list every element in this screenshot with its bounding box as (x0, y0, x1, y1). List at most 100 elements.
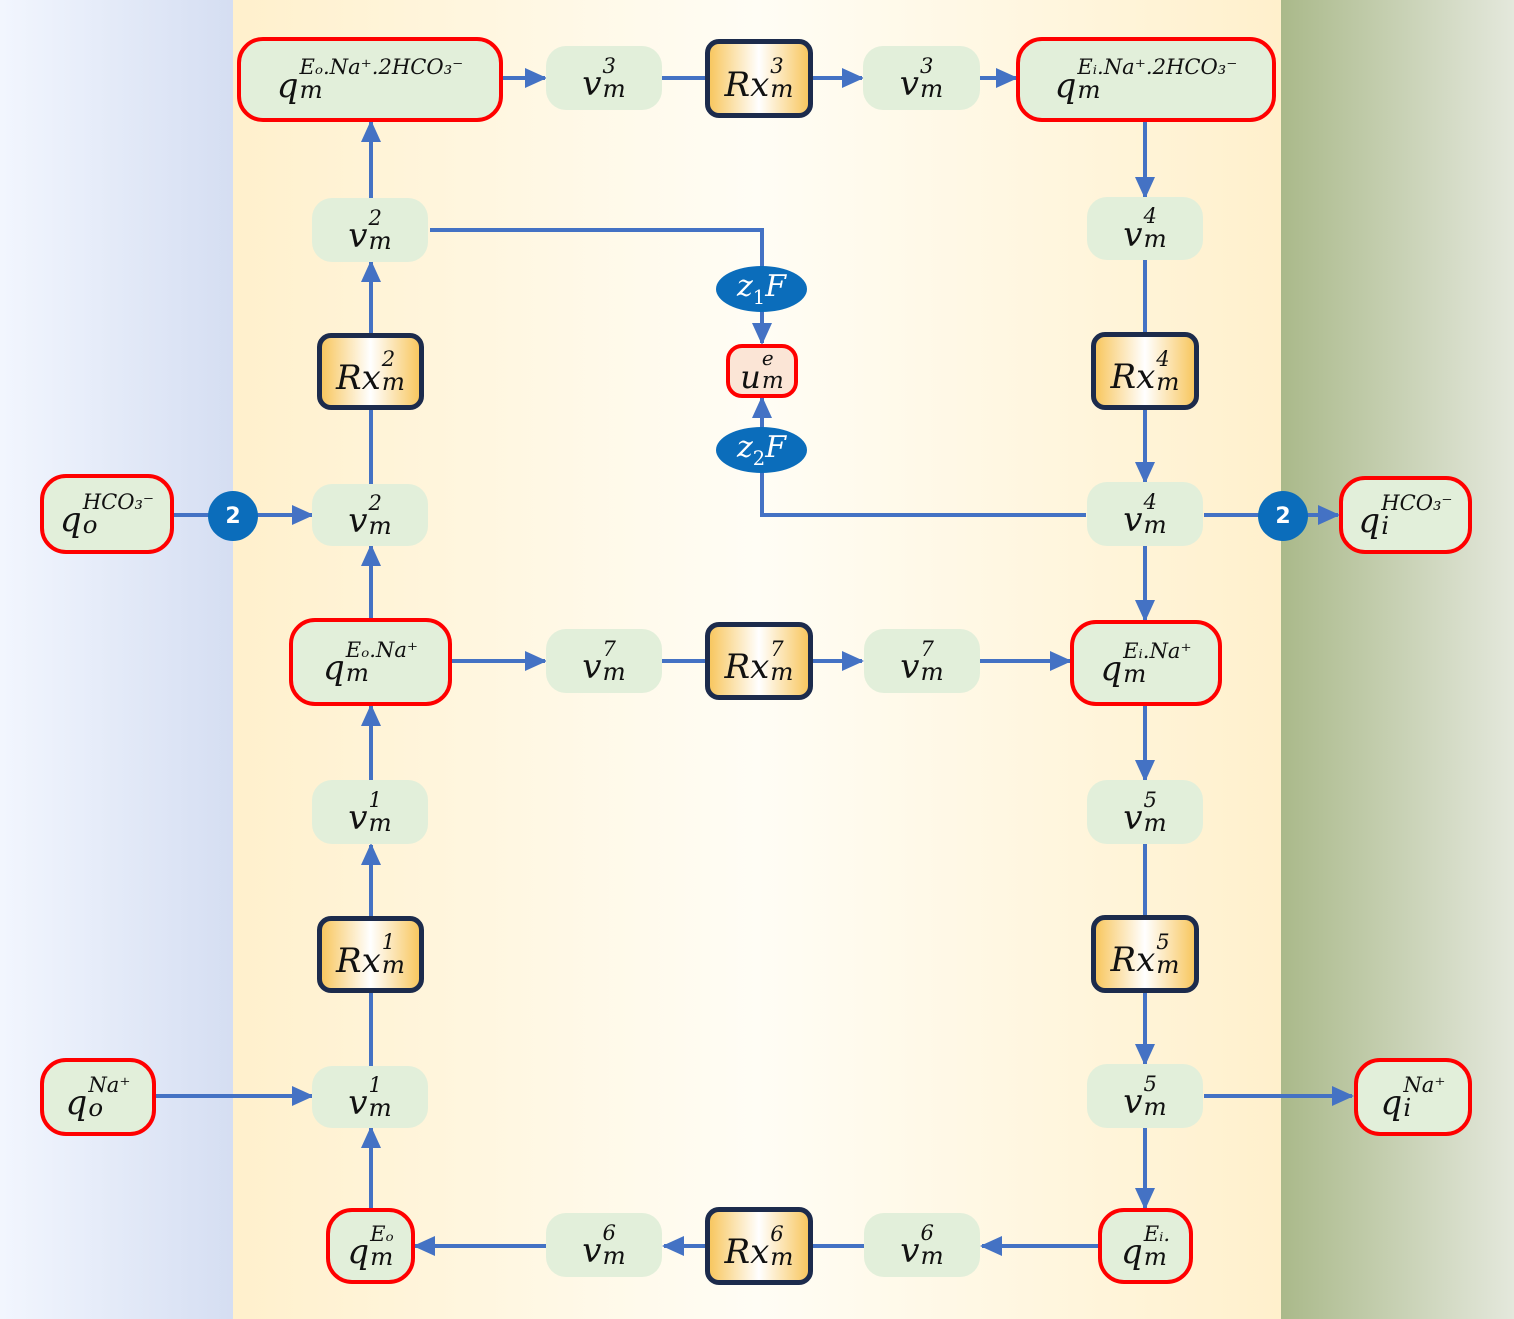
symbol-sub: m (770, 1241, 794, 1271)
symbol-sub: i (1403, 1092, 1412, 1122)
symbol-base: v (900, 647, 920, 688)
symbol-sup: 4 (1143, 488, 1157, 514)
symbol-sub: m (368, 807, 392, 837)
symbol-sub: m (1143, 509, 1167, 539)
symbol-sup: Na⁺ (1403, 1071, 1446, 1097)
symbol-base: q (1358, 501, 1381, 542)
symbol-base: v (348, 1083, 368, 1124)
symbol-base: v (1123, 214, 1143, 255)
symbol-sup: Na⁺ (88, 1071, 131, 1097)
symbol-sub: m (1123, 658, 1147, 688)
symbol-sub: m (770, 74, 794, 104)
symbol-sup: 5 (1143, 786, 1157, 812)
symbol-sup: 7 (602, 635, 616, 661)
z-subscript: 2 (752, 447, 766, 470)
symbol-sub: m (1143, 807, 1167, 837)
symbol-sub: m (920, 73, 944, 103)
symbol-base: q (276, 65, 299, 106)
z-symbol: z (736, 430, 753, 465)
symbol-base: v (348, 216, 368, 257)
symbol-sup: 7 (770, 635, 784, 661)
symbol-base: v (348, 501, 368, 542)
symbol-sup: Eₒ (370, 1220, 394, 1246)
symbol-sup: HCO₃⁻ (82, 488, 155, 514)
symbol-sub: m (602, 656, 626, 686)
symbol-base: v (582, 1231, 602, 1272)
symbol-sub: m (368, 1092, 392, 1122)
symbol-sup: 3 (602, 52, 616, 78)
symbol-sup: 7 (920, 635, 934, 661)
symbol-sup: Eₒ.Na⁺.2HCO₃⁻ (299, 54, 464, 80)
stoichiometry-badge-right: 2 (1258, 491, 1308, 541)
symbol-sub: i (1381, 510, 1390, 540)
symbol-sub: m (1156, 949, 1180, 979)
symbol-sup: 3 (770, 53, 784, 79)
symbol-base: v (348, 798, 368, 839)
symbol-sup: Eᵢ.Na⁺ (1123, 637, 1192, 663)
symbol-sub: m (345, 657, 369, 687)
symbol-sup: 2 (381, 346, 396, 372)
symbol-sup: 4 (1143, 203, 1157, 229)
symbol-sub: m (602, 73, 626, 103)
symbol-sub: m (1143, 1091, 1167, 1121)
symbol-base: v (1123, 798, 1143, 839)
symbol-sub: m (1156, 366, 1180, 396)
symbol-base: q (59, 500, 82, 541)
symbol-base: Rx (1110, 940, 1156, 981)
symbol-sub: m (1143, 1241, 1167, 1271)
symbol-sub: m (1143, 224, 1167, 254)
symbol-sub: m (368, 225, 392, 255)
symbol-base: v (1123, 1082, 1143, 1123)
symbol-sup: 1 (368, 1071, 382, 1097)
symbol-base: v (899, 64, 919, 105)
symbol-base: v (582, 64, 602, 105)
symbol-sup: e (761, 347, 774, 371)
symbol-base: Rx (724, 647, 770, 688)
symbol-sup: Eᵢ.Na⁺.2HCO₃⁻ (1077, 54, 1238, 80)
z-symbol: z (736, 269, 753, 304)
symbol-base: v (1123, 500, 1143, 541)
symbol-base: Rx (724, 64, 770, 105)
symbol-sup: 5 (1143, 1070, 1157, 1096)
symbol-base: q (322, 648, 345, 689)
symbol-sup: 1 (368, 786, 382, 812)
charge-factor-z2f[interactable]: z2F (716, 427, 807, 473)
symbol-sub: m (920, 656, 944, 686)
symbol-sub: m (381, 950, 405, 980)
symbol-sub: m (920, 1240, 944, 1270)
charge-factor-z1f[interactable]: z1F (716, 266, 807, 312)
